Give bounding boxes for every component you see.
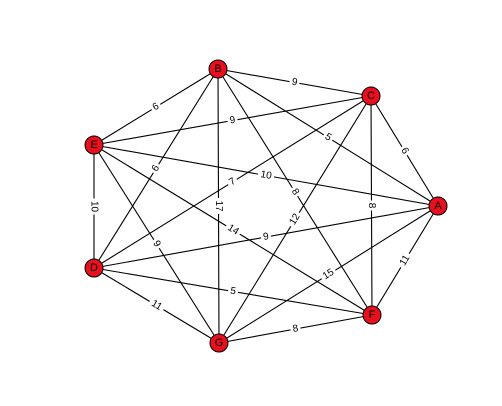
edge-label-group: 6: [396, 143, 413, 159]
edge-label-background: [226, 113, 239, 128]
edge-weight-C-D: 7: [227, 176, 238, 189]
edge-label-group: 8: [289, 322, 302, 336]
edge-label-background: [318, 265, 339, 284]
edge-label-background: [257, 168, 275, 183]
edge-label-group: 6: [148, 161, 164, 176]
edge-weight-G-F: 8: [292, 323, 300, 335]
node-B: [208, 59, 228, 79]
nodes-layer: A B C D E F G: [84, 59, 448, 353]
edge-label-group: 9: [260, 230, 272, 244]
edge-weight-E-A: 10: [260, 169, 273, 182]
edge-label-group: 7: [225, 174, 240, 190]
node-label-D: D: [90, 262, 98, 274]
edge-label-background: [148, 161, 164, 176]
edge-weight-D-F: 5: [229, 286, 237, 298]
edge-label-group: 9: [148, 236, 165, 252]
edge-weight-C-F: 8: [366, 203, 377, 209]
edge-weight-B-D: 6: [150, 163, 163, 174]
edge-weight-B-F: 8: [289, 187, 302, 198]
edge-label-group: 10: [257, 168, 275, 183]
edge-label-background: [227, 284, 239, 299]
node-label-E: E: [90, 139, 97, 151]
edge-label-background: [287, 184, 303, 200]
edge-label-group: 15: [318, 265, 339, 284]
edge-label-background: [396, 143, 413, 159]
node-C: [361, 86, 381, 106]
edge-weight-B-E: 6: [151, 101, 162, 114]
edge-weight-E-D: 10: [89, 201, 100, 213]
edge-label-background: [146, 296, 167, 315]
edge-weight-C-E: 9: [229, 115, 237, 127]
edge-weight-B-C: 9: [291, 77, 299, 89]
edge-labels-layer: 9 6 5 6 17 8 9 6 7 8 12 10 10 9 14 9 5 11 11 15 8: [88, 75, 415, 336]
edge-label-background: [212, 197, 225, 215]
node-label-B: B: [214, 63, 221, 75]
edge-label-background: [285, 209, 305, 230]
edge-label-background: [365, 200, 378, 211]
node-label-A: A: [434, 200, 442, 212]
edge-label-background: [88, 198, 100, 215]
edge-weight-E-G: 9: [150, 239, 163, 250]
edge-label-group: 9: [226, 113, 239, 128]
edge-weight-B-G: 17: [213, 200, 224, 212]
edge-label-group: 11: [395, 250, 415, 271]
edge-label-background: [288, 75, 301, 90]
edge-label-group: 14: [223, 220, 243, 240]
node-G: [209, 333, 229, 353]
node-D: [84, 258, 104, 278]
edge-label-group: 10: [88, 198, 100, 215]
edge-label-group: 6: [148, 99, 164, 115]
node-F: [362, 305, 382, 325]
edges-layer: [93, 68, 439, 344]
edge-label-background: [289, 322, 302, 336]
edge-weight-B-A: 5: [323, 131, 334, 144]
edge-weight-D-A: 9: [262, 231, 270, 243]
edge-label-background: [260, 230, 272, 244]
edge-label-group: 5: [227, 284, 239, 299]
edge-label-background: [148, 236, 165, 252]
edge-label-group: 12: [285, 209, 305, 230]
edge-label-group: 5: [320, 129, 336, 146]
edge-label-background: [223, 220, 243, 240]
edge-weight-E-F: 14: [225, 222, 241, 237]
edge-label-group: 17: [212, 197, 225, 215]
edge-label-background: [225, 174, 240, 190]
node-label-G: G: [215, 337, 224, 349]
node-label-C: C: [367, 90, 375, 102]
node-A: [428, 196, 448, 216]
edge-weight-C-A: 6: [398, 146, 411, 157]
edge-label-background: [148, 99, 164, 115]
edge-label-group: 8: [365, 200, 378, 211]
edge-label-group: 11: [146, 296, 167, 315]
edge-label-group: 9: [288, 75, 301, 90]
edge-label-background: [395, 250, 415, 271]
node-label-F: F: [369, 309, 376, 321]
edge-label-background: [320, 129, 336, 146]
edge-label-group: 8: [287, 184, 303, 200]
node-E: [84, 135, 104, 155]
